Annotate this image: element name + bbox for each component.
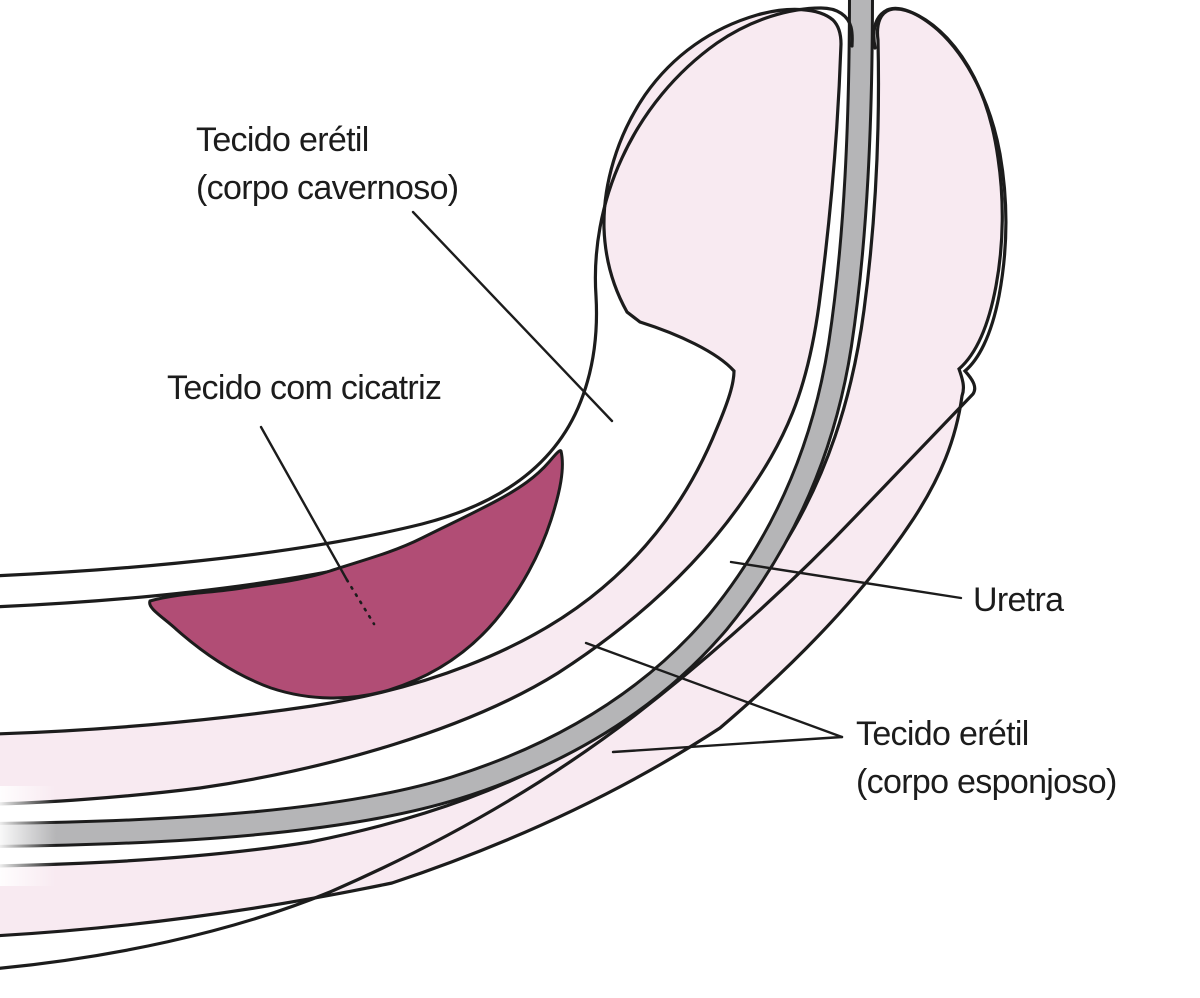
ventral-skin-outline (0, 6, 1008, 970)
label-corpo-esponjoso: Tecido erétil (corpo esponjoso) (856, 710, 1117, 806)
leader-line-uretra (729, 560, 963, 600)
leader-line-cavernoso (411, 210, 614, 423)
left-edge-fade (0, 786, 56, 886)
leader-line-esponjoso-lower (611, 735, 844, 754)
label-corpo-esponjoso-line1: Tecido erétil (856, 715, 1029, 753)
label-cicatriz: Tecido com cicatriz (167, 364, 442, 412)
urethra-band (0, 0, 871, 845)
label-cicatriz-text: Tecido com cicatriz (167, 369, 442, 407)
leader-line-cicatriz-dotted (345, 578, 376, 626)
leader-line-cicatriz-solid (259, 425, 349, 582)
dorsal-skin-outline (0, 6, 854, 578)
label-corpo-cavernoso-line2: (corpo cavernoso) (196, 169, 459, 207)
label-corpo-esponjoso-line2: (corpo esponjoso) (856, 763, 1117, 801)
label-corpo-cavernoso: Tecido erétil (corpo cavernoso) (196, 116, 459, 212)
scar-tissue-shape (148, 449, 564, 700)
label-corpo-cavernoso-line1: Tecido erétil (196, 121, 369, 159)
leader-line-esponjoso-upper (584, 641, 844, 739)
label-uretra: Uretra (973, 576, 1064, 624)
label-uretra-text: Uretra (973, 581, 1064, 619)
